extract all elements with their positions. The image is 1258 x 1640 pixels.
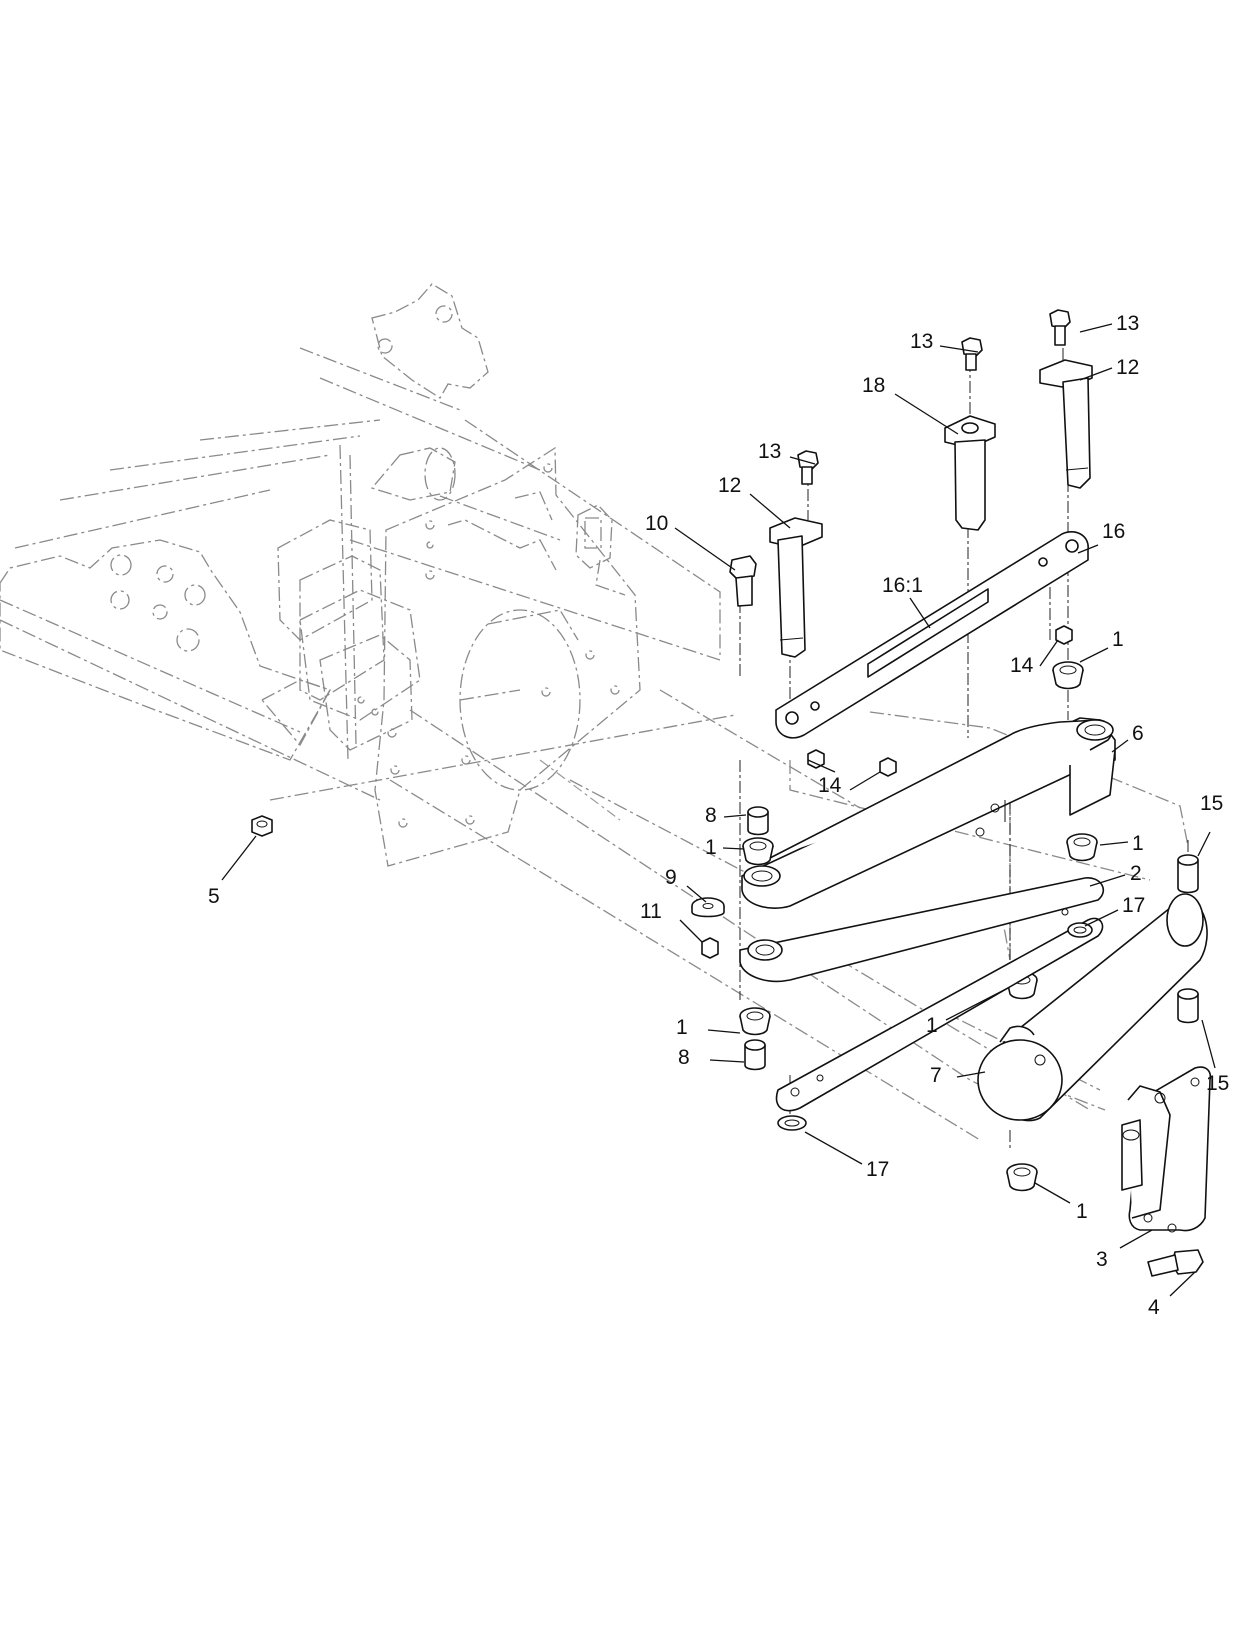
callout-9: 9 xyxy=(665,866,677,889)
bolt-13-mid xyxy=(961,337,983,371)
callout-17: 17 xyxy=(866,1158,889,1181)
spacer-8-bottom xyxy=(744,1039,766,1071)
bushing-1-d xyxy=(739,1007,771,1036)
callout-14: 14 xyxy=(818,774,842,797)
spacer-8-top xyxy=(747,806,769,836)
callout-16: 16 xyxy=(1102,520,1125,543)
callout-4: 4 xyxy=(1148,1296,1160,1319)
callout-1: 1 xyxy=(926,1014,938,1037)
bolt-10 xyxy=(729,555,757,607)
callout-3: 3 xyxy=(1096,1248,1108,1271)
bolt-13-left xyxy=(797,450,819,485)
callout-16-1: 16:1 xyxy=(882,574,923,597)
nut-5 xyxy=(251,815,273,837)
bushing-1-c xyxy=(1066,833,1098,862)
nut-14-b xyxy=(807,749,825,769)
callout-8: 8 xyxy=(678,1046,690,1069)
callout-15: 15 xyxy=(1206,1072,1229,1095)
pin-12-left xyxy=(769,517,823,658)
bolt-4 xyxy=(1147,1249,1204,1277)
callout-1: 1 xyxy=(676,1016,688,1039)
callout-10: 10 xyxy=(645,512,668,535)
bushing-1-f xyxy=(1006,1163,1038,1192)
callout-labels: 13 13 12 18 13 12 10 16 16:1 14 1 6 14 8… xyxy=(208,312,1229,1319)
spacer-15-top xyxy=(1177,854,1199,894)
nut-14-c xyxy=(879,757,897,777)
callout-1: 1 xyxy=(1112,628,1124,651)
clip-17-a xyxy=(1067,922,1093,938)
callout-18: 18 xyxy=(862,374,885,397)
washer-9 xyxy=(691,897,725,918)
callout-7: 7 xyxy=(930,1064,942,1087)
bolt-13-top-right xyxy=(1049,309,1071,346)
callout-1: 1 xyxy=(1132,832,1144,855)
callout-6: 6 xyxy=(1132,722,1144,745)
bushing-1-b xyxy=(742,837,774,866)
callout-5: 5 xyxy=(208,885,220,908)
callout-8: 8 xyxy=(705,804,717,827)
callout-13: 13 xyxy=(1116,312,1139,335)
pin-12-right xyxy=(1039,359,1093,489)
callout-12: 12 xyxy=(718,474,741,497)
pin-18 xyxy=(944,415,996,531)
nut-14-a xyxy=(1055,625,1073,645)
callout-17: 17 xyxy=(1122,894,1145,917)
callout-1: 1 xyxy=(1076,1200,1088,1223)
callout-13: 13 xyxy=(758,440,781,463)
arm-2 xyxy=(739,877,1104,1112)
callout-14: 14 xyxy=(1010,654,1034,677)
callout-2: 2 xyxy=(1130,862,1142,885)
callout-1: 1 xyxy=(705,836,717,859)
callout-13: 13 xyxy=(910,330,933,353)
ghost-frame xyxy=(0,283,1189,1141)
clip-17-b xyxy=(777,1115,807,1131)
arm-6 xyxy=(741,717,1116,909)
spacer-15-bottom xyxy=(1177,988,1199,1024)
nut-11 xyxy=(701,937,719,959)
callout-15: 15 xyxy=(1200,792,1223,815)
bracket-3 xyxy=(1121,1066,1212,1233)
leader-lines xyxy=(221,323,1216,1297)
callout-12: 12 xyxy=(1116,356,1139,379)
callout-11: 11 xyxy=(640,900,662,923)
bushing-1-a xyxy=(1052,661,1084,690)
tube-7 xyxy=(977,893,1208,1122)
link-16 xyxy=(775,531,1089,739)
